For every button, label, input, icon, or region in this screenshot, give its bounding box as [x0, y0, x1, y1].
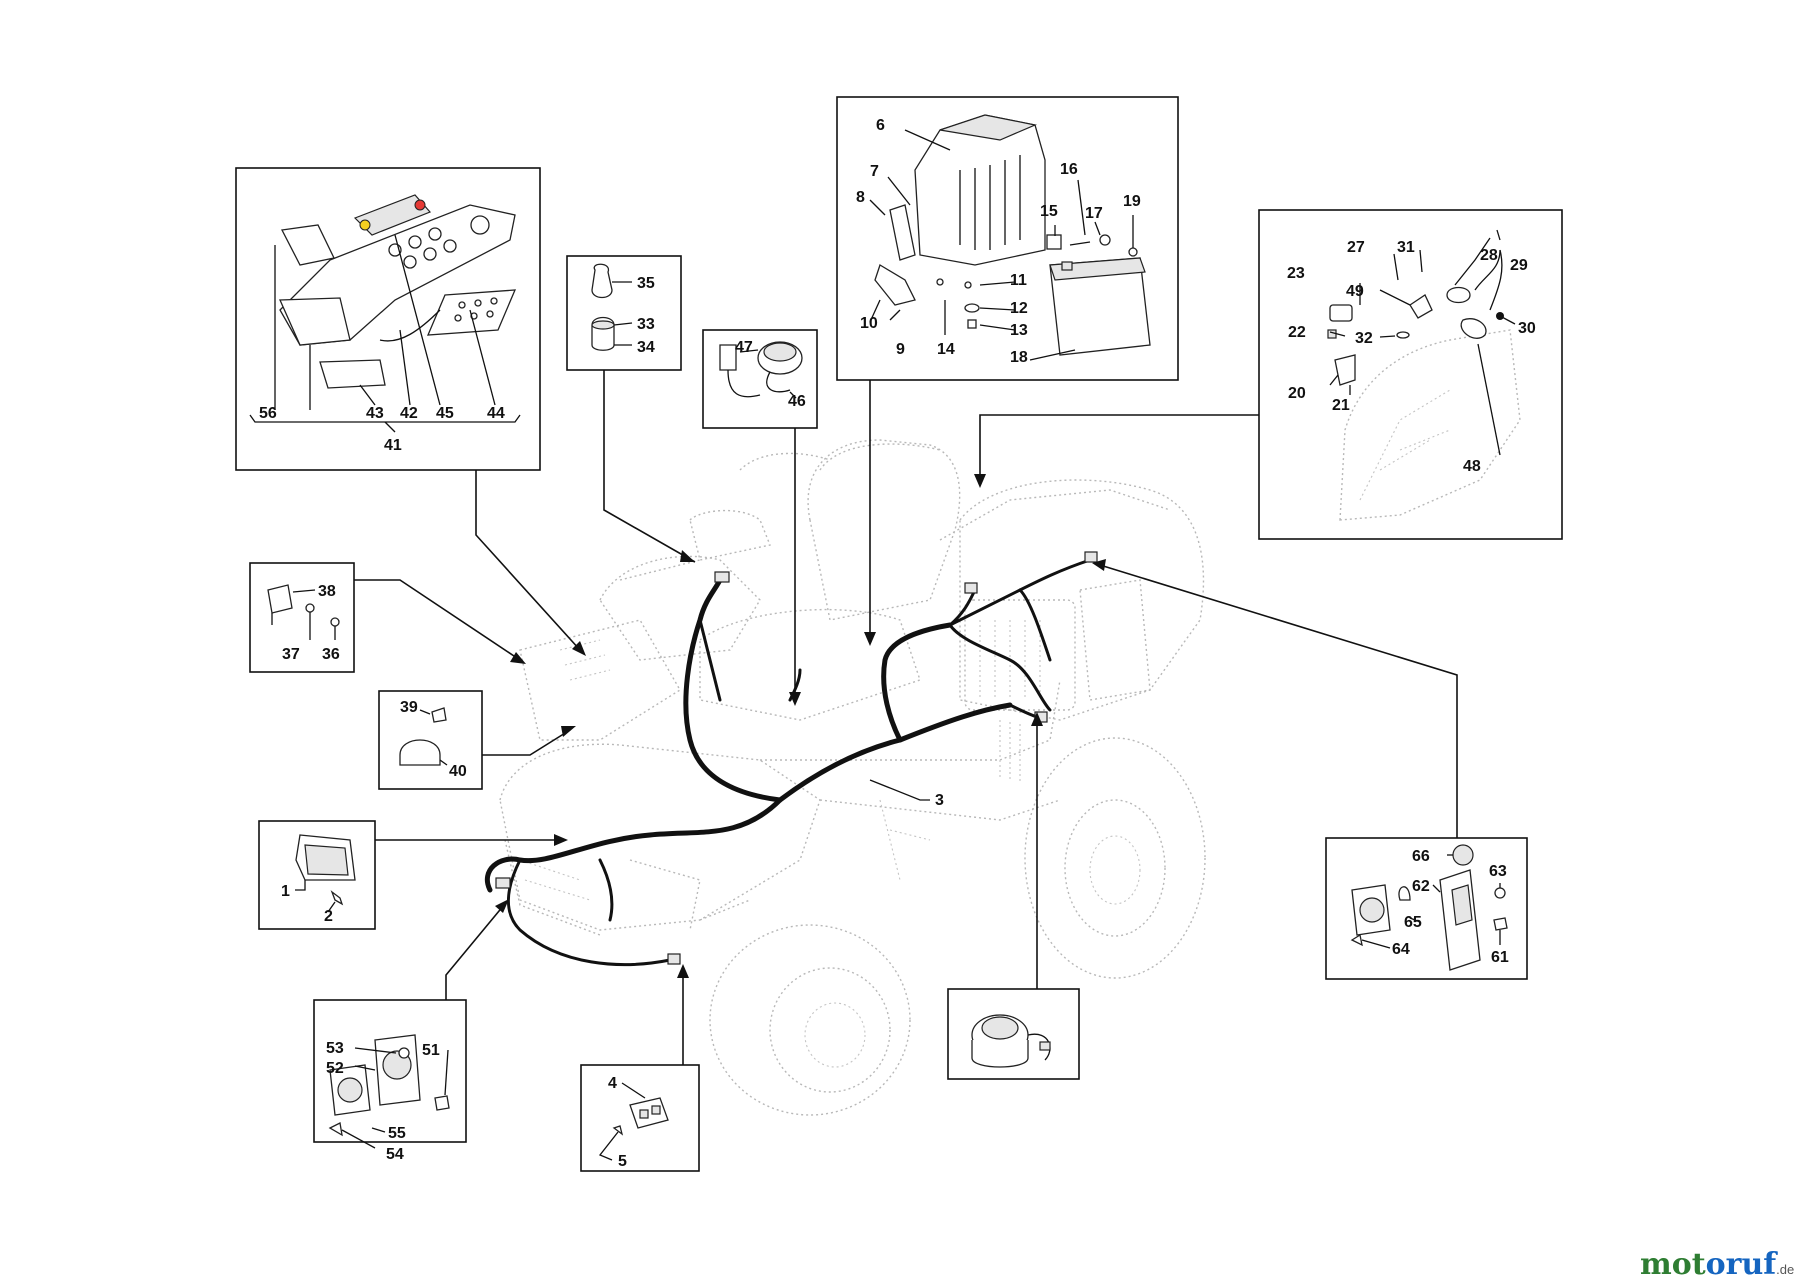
hitch-label-32: 32	[1355, 330, 1373, 347]
battery-label-15: 15	[1040, 203, 1058, 220]
cap-label-39: 39	[400, 699, 418, 716]
battery-label-6: 6	[876, 117, 885, 134]
clutch-pointer-head	[1031, 712, 1043, 726]
hitch-label-22: 22	[1288, 324, 1306, 341]
dashboard-group-label-41: 41	[384, 437, 402, 454]
dashboard-box: 56 43 42 45 44 41	[235, 167, 541, 471]
battery-label-12: 12	[1010, 300, 1028, 317]
cap-label-40: 40	[449, 763, 467, 780]
battery-label-18: 18	[1010, 349, 1028, 366]
battery-label-8: 8	[856, 189, 865, 206]
sensor-box: 47 46	[702, 329, 818, 429]
socket-front-pointer-head	[495, 899, 509, 913]
battery-box: 6 7 8 9 10 11 12 13 14 15 16 17 18 19	[836, 96, 1179, 381]
hitch-label-28: 28	[1480, 247, 1498, 264]
socket-rear-pointer-head	[1092, 559, 1106, 571]
socket-front-box: 53 51 52 55 54	[313, 999, 467, 1163]
dashboard-label-43: 43	[366, 405, 384, 422]
socket-front-label-54: 54	[386, 1146, 404, 1163]
brand-watermark: motoruf.de	[1640, 1250, 1794, 1280]
switch-label-34: 34	[637, 339, 655, 356]
sensor-label-46: 46	[788, 393, 806, 410]
sensor-pointer-head	[789, 692, 801, 706]
dashboard-label-45: 45	[436, 405, 454, 422]
dashboard-label-56: 56	[259, 405, 277, 422]
cap-box: 39 40	[378, 690, 483, 790]
battery-label-7: 7	[870, 163, 879, 180]
connector-pointer-head	[677, 964, 689, 978]
dashboard-pointer-head	[572, 641, 586, 656]
battery-label-9: 9	[896, 341, 905, 358]
brand-tld: .de	[1776, 1262, 1795, 1277]
relay-box: 38 37 36	[249, 562, 355, 673]
socket-rear-label-62: 62	[1412, 878, 1430, 895]
light-pointer-head	[554, 834, 568, 846]
switch-pointer-head	[680, 550, 695, 562]
hitch-label-48: 48	[1463, 458, 1481, 475]
connector-label-4: 4	[608, 1075, 617, 1092]
socket-rear-box: 66 63 62 65 61 64	[1325, 837, 1528, 980]
relay-pointer	[354, 579, 521, 661]
hitch-label-27: 27	[1347, 239, 1365, 256]
battery-label-14: 14	[937, 341, 955, 358]
dashboard-label-44: 44	[487, 405, 505, 422]
battery-label-16: 16	[1060, 161, 1078, 178]
socket-rear-label-61: 61	[1491, 949, 1509, 966]
brand-part-2: oruf	[1705, 1247, 1777, 1282]
light-label-1: 1	[281, 883, 290, 900]
socket-rear-label-65: 65	[1404, 914, 1422, 931]
battery-label-13: 13	[1010, 322, 1028, 339]
hitch-box: 23 27 31 28 29 49 22 32 30 20 21 48	[1258, 209, 1563, 540]
hitch-pointer-head	[974, 474, 986, 488]
mower-outline	[499, 439, 1206, 1116]
battery-label-17: 17	[1085, 205, 1103, 222]
clutch-box	[947, 988, 1080, 1080]
harness-label: 3	[935, 792, 944, 809]
switch-pointer	[603, 370, 696, 563]
light-box: 1 2	[258, 820, 376, 930]
relay-label-36: 36	[322, 646, 340, 663]
switch-box: 35 33 34	[566, 255, 682, 371]
battery-label-10: 10	[860, 315, 878, 332]
battery-pointer-head	[864, 632, 876, 646]
connector-box: 4 5	[580, 1064, 700, 1172]
relay-label-37: 37	[282, 646, 300, 663]
hitch-label-30: 30	[1518, 320, 1536, 337]
battery-label-19: 19	[1123, 193, 1141, 210]
battery-label-11: 11	[1010, 272, 1027, 289]
hitch-pointer	[979, 414, 1259, 480]
socket-rear-label-66: 66	[1412, 848, 1430, 865]
light-label-2: 2	[324, 908, 333, 925]
brand-part-1: mot	[1640, 1247, 1706, 1282]
hitch-label-23: 23	[1287, 265, 1305, 282]
hitch-label-20: 20	[1288, 385, 1306, 402]
switch-label-35: 35	[637, 275, 655, 292]
cap-pointer	[482, 729, 571, 756]
relay-label-38: 38	[318, 583, 336, 600]
hitch-label-29: 29	[1510, 257, 1528, 274]
cap-pointer-head	[561, 726, 576, 737]
hitch-label-49: 49	[1346, 283, 1364, 300]
relay-pointer-head	[510, 652, 526, 664]
socket-front-pointer	[445, 904, 505, 1000]
socket-rear-pointer	[1099, 564, 1458, 838]
switch-label-33: 33	[637, 316, 655, 333]
connector-label-5: 5	[618, 1153, 627, 1170]
dashboard-pointer	[475, 470, 581, 651]
dashboard-label-42: 42	[400, 405, 418, 422]
harness-leader	[869, 779, 930, 801]
socket-front-label-55: 55	[388, 1125, 406, 1142]
socket-front-label-52: 52	[326, 1060, 344, 1077]
socket-rear-label-63: 63	[1489, 863, 1507, 880]
hitch-label-21: 21	[1332, 397, 1350, 414]
hitch-label-31: 31	[1397, 239, 1415, 256]
wiring-harness	[484, 551, 1098, 967]
socket-front-label-51: 51	[422, 1042, 440, 1059]
socket-front-label-53: 53	[326, 1040, 344, 1057]
sensor-label-47: 47	[735, 339, 753, 356]
socket-rear-label-64: 64	[1392, 941, 1410, 958]
